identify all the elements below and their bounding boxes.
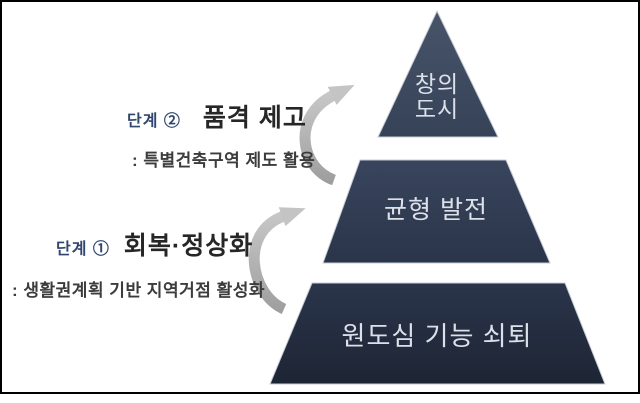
stage-1-step-badge: 단계 ① [56,241,110,258]
stage-1-subtitle: : 생활권계획 기반 지역거점 활성화 [12,281,266,300]
stage-1-label-row: 단계 ① 회복·정상화 [56,226,253,262]
pyramid-tier-bottom [269,282,606,385]
stage-2-step-badge: 단계 ② [127,113,181,130]
pyramid-tier-top [377,9,499,138]
pyramid-tier-middle [322,159,551,264]
arrow-stage1-to-middle-tier [248,207,306,315]
stage-1-title: 회복·정상화 [123,232,254,260]
stage-2-subtitle: : 특별건축구역 제도 활용 [132,151,316,170]
pyramid-tier-top-label-line2: 도시 [415,96,459,122]
pyramid-tier-bottom-label: 원도심 기능 쇠퇴 [342,321,533,351]
arrow-stage2-to-top-tier [299,84,355,186]
pyramid-tier-top-label-line1: 창의 [415,71,459,97]
pyramid-tier-middle-label: 균형 발전 [384,196,488,224]
diagram-frame [0,0,640,394]
stage-2-title: 품격 제고 [202,104,307,132]
stage-2-label-row: 단계 ② 품격 제고 [127,98,307,134]
